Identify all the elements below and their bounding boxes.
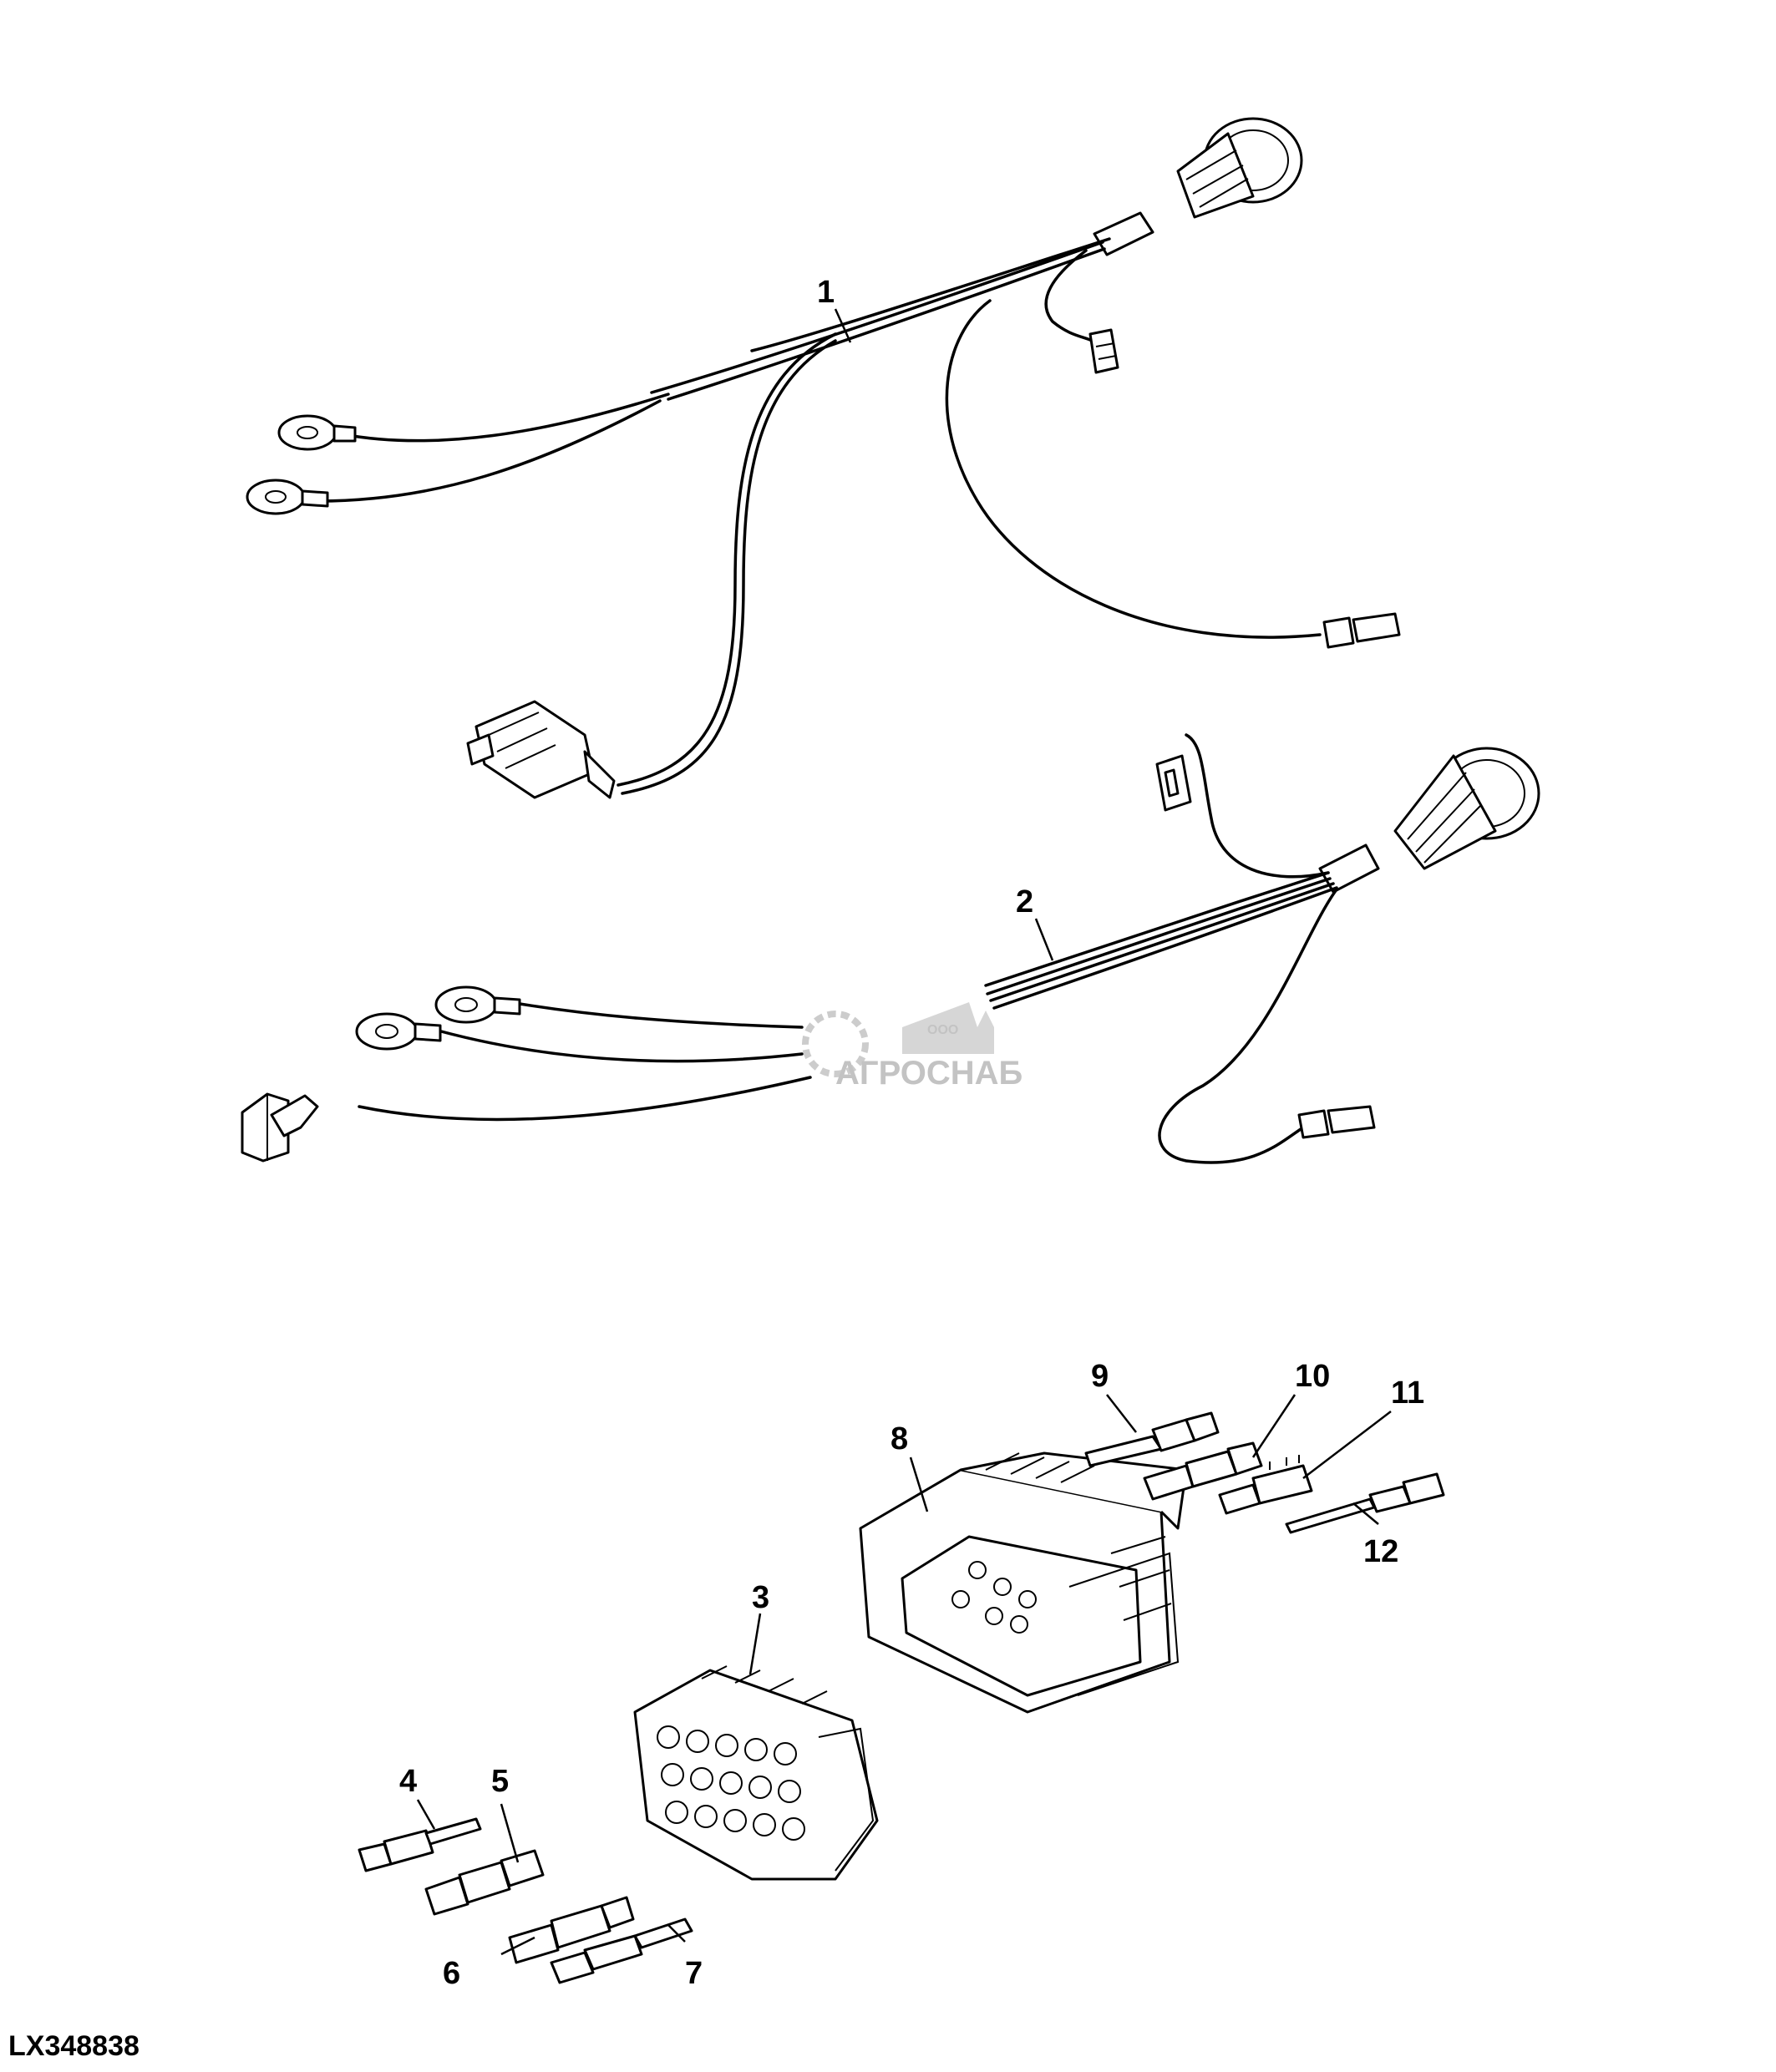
callout-labels: 1 2 3 4 5 6 7 8 9 10 11 12	[399, 275, 1424, 1991]
harness-2-spade-terminal	[1297, 1105, 1376, 1139]
wiring-harness-1	[246, 117, 1401, 799]
callout-5: 5	[491, 1764, 509, 1799]
connector-housing-3	[633, 1665, 879, 1881]
terminal-10	[1143, 1441, 1263, 1501]
terminal-6	[508, 1896, 635, 1964]
harness-1-spade-terminal	[1322, 612, 1401, 649]
figure-id: LX348838	[8, 2030, 140, 2062]
terminal-7	[550, 1917, 693, 1984]
watermark-prefix: ООО	[927, 1023, 958, 1037]
harness-2-ring-terminal-b	[355, 1012, 442, 1051]
callout-10: 10	[1295, 1359, 1330, 1394]
watermark-company-name: АГРОСНАБ	[835, 1055, 1022, 1092]
callout-7: 7	[685, 1956, 703, 1991]
harness-2-round-connector	[1393, 747, 1540, 870]
harness-2-ring-terminal-a	[434, 985, 521, 1024]
harness-1-round-connector	[1176, 117, 1303, 219]
terminal-12	[1285, 1472, 1445, 1534]
callout-1: 1	[817, 275, 835, 310]
terminal-11	[1218, 1455, 1313, 1515]
leader-lines	[416, 308, 1392, 1956]
callout-3: 3	[752, 1580, 769, 1615]
callout-12: 12	[1363, 1534, 1398, 1569]
callout-6: 6	[443, 1956, 460, 1991]
harness-1-ring-terminal-a	[277, 414, 357, 451]
harness-1-small-connector	[1088, 328, 1119, 374]
terminal-4	[358, 1817, 482, 1872]
connector-3-pin-cavities	[657, 1725, 805, 1841]
callout-9: 9	[1091, 1359, 1109, 1394]
harness-2-small-connector	[1155, 754, 1192, 812]
callout-11: 11	[1391, 1375, 1424, 1411]
wiring-harness-2	[241, 733, 1540, 1164]
harness-1-ring-terminal-b	[246, 479, 329, 515]
harness-1-plug-connector	[466, 700, 616, 799]
terminal-9	[1084, 1411, 1220, 1467]
harness-2-bracket-connector	[241, 1092, 319, 1163]
terminal-5	[424, 1849, 545, 1916]
watermark-logo: ООО АГРОСНАБ	[802, 1002, 1022, 1092]
callout-2: 2	[1016, 884, 1033, 919]
harness-1-sleeve	[1093, 211, 1154, 256]
callout-4: 4	[399, 1764, 417, 1799]
callout-8: 8	[891, 1421, 908, 1456]
connector-housing-8	[859, 1451, 1188, 1714]
